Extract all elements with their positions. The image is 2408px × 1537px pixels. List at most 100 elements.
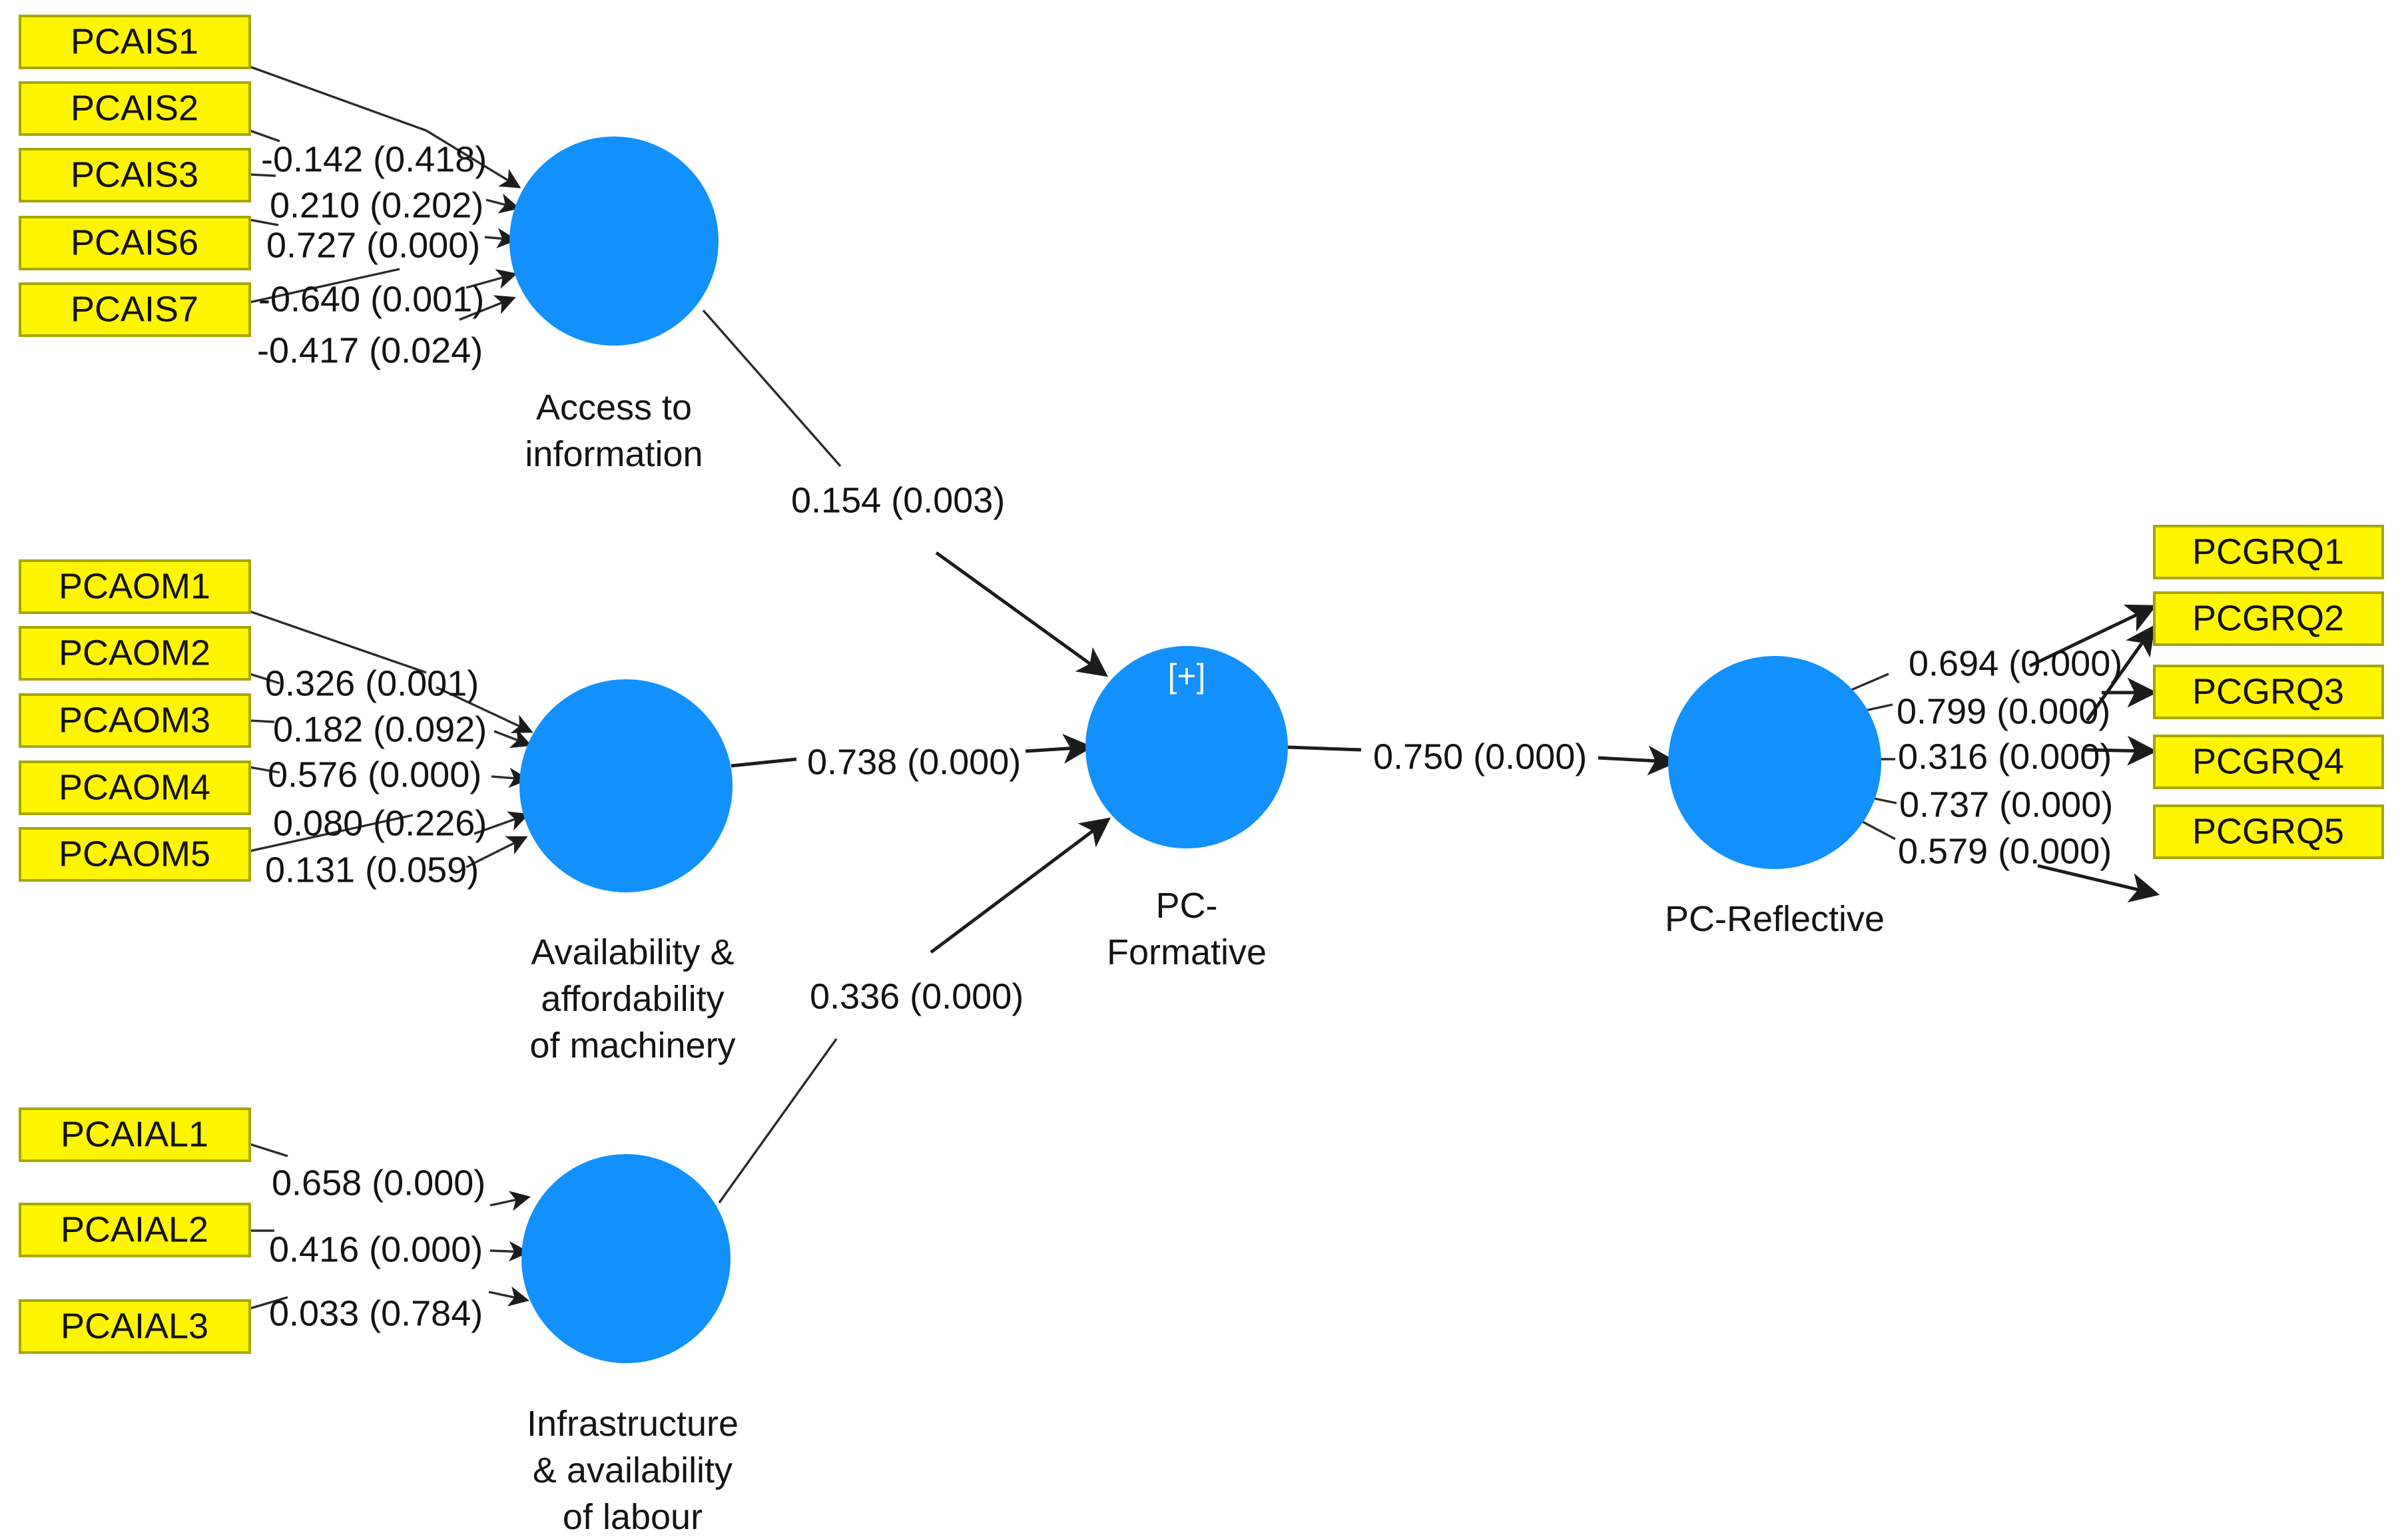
- edge-pcaom4: [249, 766, 280, 774]
- indicator-pcaom4[interactable]: PCAOM4: [19, 761, 251, 815]
- indicator-group-ais: PCAIS1 PCAIS2 PCAIS3 PCAIS6 PCAIS7: [19, 15, 251, 337]
- construct-access-to-information[interactable]: [509, 137, 719, 346]
- indicator-pcgrq2[interactable]: PCGRQ2: [2153, 591, 2384, 646]
- indicator-pcais7[interactable]: PCAIS7: [19, 282, 251, 337]
- indicator-label: PCAIS6: [71, 222, 198, 262]
- edge-pcais6-b: [465, 269, 517, 289]
- edge-pcais1: [249, 65, 427, 132]
- indicator-group-aial: PCAIAL1 PCAIAL2 PCAIAL3: [19, 1107, 251, 1354]
- indicator-pcaial1[interactable]: PCAIAL1: [19, 1107, 251, 1162]
- indicator-box[interactable]: [19, 1203, 251, 1257]
- construct-label-line: Access to: [536, 388, 692, 428]
- indicator-box[interactable]: [2153, 525, 2384, 579]
- indicator-box[interactable]: [19, 1107, 251, 1162]
- indicator-pcais1[interactable]: PCAIS1: [19, 15, 251, 69]
- edge-pcaom2-b: [493, 729, 532, 749]
- coefficient-label-pcgrq5: 0.579 (0.000): [1898, 831, 2112, 871]
- indicator-box[interactable]: [19, 626, 251, 681]
- indicator-box[interactable]: [19, 1299, 251, 1354]
- edge-pcaial3-b: [488, 1286, 529, 1307]
- indicator-box[interactable]: [19, 15, 251, 69]
- construct-infrastructure-availability-labour[interactable]: [521, 1154, 731, 1363]
- construct-pc-reflective[interactable]: [1668, 656, 1881, 869]
- coefficient-label-pcais3: 0.727 (0.000): [266, 225, 480, 265]
- edge-pcaom1-b: [436, 686, 533, 734]
- path-access-to-formative: [935, 551, 1109, 677]
- edge-pcais7: [249, 268, 400, 304]
- coefficient-label-pcgrq4: 0.737 (0.000): [1899, 784, 2113, 824]
- edge-pcaom3: [249, 719, 275, 723]
- indicator-pcaom1[interactable]: PCAOM1: [19, 559, 251, 614]
- path-labour-to-formative-a: [718, 1038, 838, 1203]
- indicator-box[interactable]: [2153, 735, 2384, 789]
- coefficient-label-pcgrq3: 0.316 (0.000): [1898, 737, 2112, 776]
- coefficient-label-pcaom1: 0.326 (0.001): [265, 663, 479, 703]
- indicator-pcgrq1[interactable]: PCGRQ1: [2153, 525, 2384, 579]
- edge-pcaial3: [249, 1296, 288, 1310]
- coefficient-label-machinery-to-formative: 0.738 (0.000): [807, 742, 1021, 782]
- edge-pcais7-b: [459, 295, 516, 321]
- path-machinery-to-formative: [731, 757, 797, 768]
- coefficient-label-pcais7: -0.417 (0.024): [257, 330, 483, 370]
- indicator-label: PCGRQ3: [2192, 671, 2344, 711]
- construct-label-line: of machinery: [529, 1026, 735, 1066]
- indicator-box[interactable]: [19, 761, 251, 815]
- indicator-label: PCAIAL2: [61, 1209, 208, 1249]
- indicator-pcgrq4[interactable]: PCGRQ4: [2153, 735, 2384, 789]
- coefficient-labels-aom: 0.326 (0.001) 0.182 (0.092) 0.576 (0.000…: [265, 663, 487, 890]
- indicator-pcaial3[interactable]: PCAIAL3: [19, 1299, 251, 1354]
- indicator-group-aom: PCAOM1 PCAOM2 PCAOM3 PCAOM4 PCAOM5: [19, 559, 251, 882]
- indicator-label: PCAIAL1: [61, 1114, 208, 1154]
- edge-pcaom5: [249, 814, 414, 852]
- edge-pcaial1-b: [489, 1191, 531, 1211]
- construct-availability-affordability-machinery[interactable]: [519, 679, 733, 892]
- indicator-box[interactable]: [19, 827, 251, 882]
- coefficient-label-pcaial1: 0.658 (0.000): [272, 1163, 485, 1203]
- indicator-pcaom5[interactable]: PCAOM5: [19, 827, 251, 882]
- coefficient-label-labour-to-formative: 0.336 (0.000): [810, 976, 1024, 1016]
- indicator-pcais3[interactable]: PCAIS3: [19, 148, 251, 202]
- coefficient-label-pcais6: -0.640 (0.001): [258, 279, 484, 319]
- indicator-label: PCAIS3: [71, 154, 198, 194]
- indicator-pcaial2[interactable]: PCAIAL2: [19, 1203, 251, 1257]
- indicator-label: PCAIS2: [71, 88, 198, 128]
- construct-label-line: Formative: [1107, 932, 1267, 972]
- construct-label-line: & availability: [533, 1450, 733, 1490]
- indicator-box[interactable]: [2153, 665, 2384, 719]
- indicator-pcgrq3[interactable]: PCGRQ3: [2153, 665, 2384, 719]
- indicator-label: PCAOM1: [59, 566, 210, 606]
- coefficient-label-pcaom3: 0.576 (0.000): [268, 755, 481, 794]
- indicator-box[interactable]: [19, 282, 251, 337]
- indicator-pcaom3[interactable]: PCAOM3: [19, 693, 251, 748]
- edge-pcaom4-b: [473, 811, 529, 835]
- edge-pcais2-b: [485, 193, 520, 214]
- construct-label-line: PC-: [1156, 886, 1218, 926]
- edge-pcaom5-b: [465, 836, 528, 868]
- coefficient-label-pcaom4: 0.080 (0.226): [273, 803, 487, 843]
- construct-pc-formative[interactable]: [1085, 646, 1288, 848]
- indicator-pcais2[interactable]: PCAIS2: [19, 81, 251, 136]
- indicator-box[interactable]: [19, 559, 251, 614]
- construct-label-line: Availability &: [531, 932, 734, 972]
- coefficient-label-pcgrq2: 0.799 (0.000): [1897, 691, 2110, 731]
- indicator-pcaom2[interactable]: PCAOM2: [19, 626, 251, 681]
- edge-pcgrq1-a: [1851, 673, 1889, 691]
- indicator-box[interactable]: [19, 81, 251, 136]
- edge-pcgrq4: [2084, 735, 2158, 766]
- indicator-box[interactable]: [19, 148, 251, 202]
- coefficient-label-pcais2: 0.210 (0.202): [270, 185, 483, 225]
- indicator-box[interactable]: [2153, 591, 2384, 646]
- construct-label-line: affordability: [541, 979, 724, 1019]
- indicator-box[interactable]: [19, 693, 251, 748]
- edge-pcgrq5: [2037, 864, 2160, 903]
- coefficient-label-access-to-formative: 0.154 (0.003): [791, 480, 1005, 520]
- indicator-label: PCGRQ5: [2192, 811, 2344, 851]
- indicator-box[interactable]: [19, 216, 251, 270]
- coefficient-labels-structural: 0.154 (0.003) 0.738 (0.000) 0.336 (0.000…: [791, 480, 1587, 1016]
- indicator-pcais6[interactable]: PCAIS6: [19, 216, 251, 270]
- indicator-box[interactable]: [2153, 804, 2384, 859]
- indicator-pcgrq5[interactable]: PCGRQ5: [2153, 804, 2384, 859]
- coefficient-label-pcaial3: 0.033 (0.784): [269, 1293, 483, 1333]
